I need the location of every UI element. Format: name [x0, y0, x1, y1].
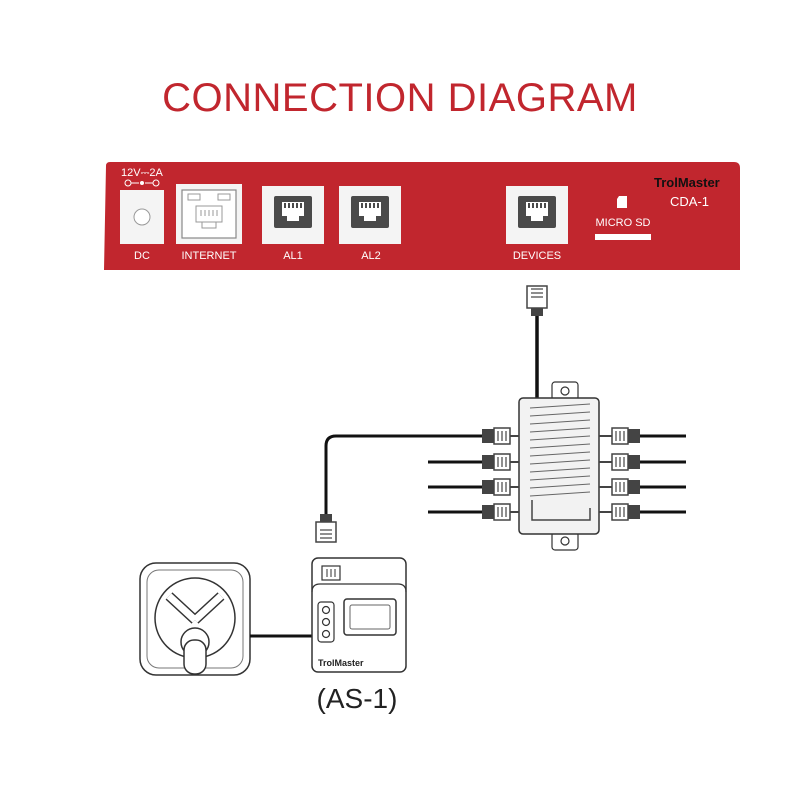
al1-port [262, 186, 324, 244]
splitter-hub [518, 381, 600, 551]
microsd-label: MICRO SD [596, 217, 651, 229]
controller-model: CDA-1 [670, 194, 709, 209]
al1-label: AL1 [283, 250, 303, 262]
hub-right-cables [599, 427, 686, 521]
internet-label: INTERNET [182, 250, 237, 262]
controller-panel: 12V⎓2A DC INTERNET [104, 162, 740, 270]
power-label: 12V⎓2A [121, 167, 163, 179]
water-sensor-pad [139, 562, 251, 676]
devices-cable [526, 285, 548, 400]
dc-port [120, 190, 164, 244]
microsd-slot [595, 234, 651, 240]
dc-label: DC [134, 250, 150, 262]
as1-caption: (AS-1) [317, 683, 398, 714]
internet-port [176, 184, 242, 244]
polarity-icon [124, 179, 160, 187]
diagram-title: CONNECTION DIAGRAM [162, 76, 638, 120]
al2-label: AL2 [361, 250, 381, 262]
sd-card-icon [617, 196, 627, 208]
devices-label: DEVICES [513, 250, 561, 262]
al2-port [339, 186, 401, 244]
sensor-cable-plug [315, 514, 337, 543]
as1-module: TrolMaster [311, 557, 407, 673]
as1-brand: TrolMaster [318, 658, 364, 668]
hub-left-cables [324, 427, 519, 521]
devices-port [506, 186, 568, 244]
controller-brand: TrolMaster [654, 175, 720, 190]
